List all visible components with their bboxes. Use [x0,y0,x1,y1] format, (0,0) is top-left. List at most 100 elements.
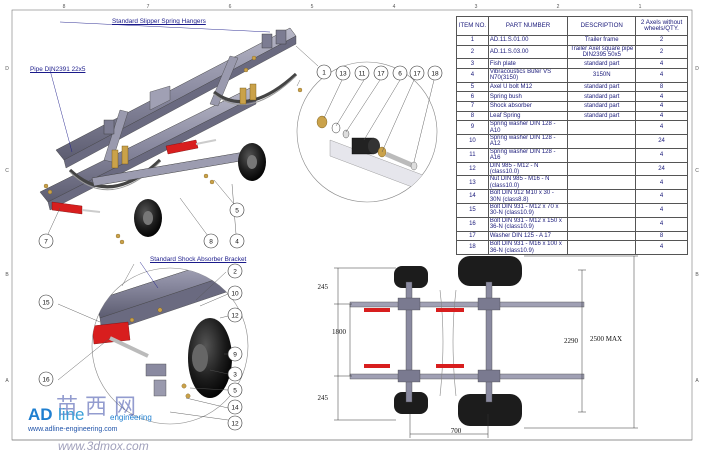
bom-cell-desc: standard part [567,81,637,93]
dim-left-top: 245 [318,283,329,291]
border-col-7: 7 [147,4,150,10]
bom-cell-qty: 4 [635,175,688,191]
border-row-d-right: D [695,66,699,72]
bom-cell-qty: 4 [635,189,688,205]
callout-14: 14 [227,399,243,415]
plan-wheel-top-left [394,266,428,288]
bom-cell-item: 5 [456,81,489,93]
svg-text:1: 1 [322,70,326,77]
svg-text:12: 12 [231,313,239,320]
bom-cell-qty: 4 [635,240,688,256]
callout-8: 8 [203,233,219,249]
bom-cell-qty: 4 [635,120,688,135]
bom-cell-part: Spring washer DIN 128 - A10 [487,120,569,135]
callout-12b: 12 [227,415,243,431]
callout-top-11: 11 [354,65,370,81]
bom-cell-qty: 4 [635,147,688,163]
bom-cell-qty: 4 [635,101,688,112]
bom-cell-item: 12 [456,161,489,177]
logo-tag: engineering [110,413,152,422]
bom-cell-part: Shock absorber [487,101,569,112]
svg-text:8: 8 [209,239,213,246]
callout-10: 10 [227,285,243,301]
plan-frame-rail-top [349,301,585,308]
callout-5-upper: 5 [229,202,245,218]
bom-cell-desc [567,230,637,242]
bom-cell-part: AD.11.S.03.00 [487,44,569,60]
site-url-2: www.3dmox.com [58,439,149,453]
bom-cell-qty: 4 [635,216,688,232]
bom-cell-part: Fish plate [487,58,569,69]
plan-view [334,255,638,438]
bom-cell-qty: 24 [635,161,688,177]
bom-cell-desc [567,134,637,149]
svg-text:17: 17 [377,71,385,78]
border-col-2: 2 [557,4,560,10]
bom-cell-desc [567,175,637,191]
plan-wheel-top-right [458,256,522,286]
bom-cell-item: 3 [456,58,489,69]
bom-cell-item: 10 [456,134,489,149]
bom-cell-part: Spring washer DIN 128 - A16 [487,147,569,163]
border-col-8: 8 [63,4,66,10]
callout-5-lower: 5 [227,382,243,398]
site-url: www.adline-engineering.com [27,426,118,433]
dim-left-bottom: 245 [318,394,329,402]
border-row-b: B [5,272,9,278]
sheet-border [11,9,693,441]
bom-cell-part: AD.11.S.01.00 [487,35,569,46]
bom-cell-part: Nut DIN 985 - M16 - N (class10.0) [487,175,569,191]
svg-text:4: 4 [235,239,239,246]
svg-text:18: 18 [431,71,439,78]
bom-cell-item: 14 [456,189,489,205]
border-col-6: 6 [229,4,232,10]
border-col-5: 5 [311,4,314,10]
bom-cell-desc [567,240,637,256]
bom-cell-desc [567,161,637,177]
svg-text:12: 12 [231,421,239,428]
border-col-1: 1 [639,4,642,10]
detail-view-top [296,61,438,203]
bom-cell-qty: 24 [635,134,688,149]
border-row-c: C [5,168,9,174]
bom-cell-item: 16 [456,216,489,232]
svg-text:6: 6 [398,71,402,78]
detail-view-bottom [91,263,249,425]
bom-cell-desc: standard part [567,58,637,69]
shock-absorber-lower [51,201,83,215]
svg-text:3: 3 [233,372,237,379]
bom-cell-item: 17 [456,230,489,242]
watermark-chinese: 苗 西 网 [56,395,136,420]
plan-wheel-bottom-right [458,394,522,426]
plan-frame-rail-bottom [349,373,585,380]
bom-cell-item: 2 [456,44,489,60]
spring-hanger-1 [261,33,273,49]
dim-wheel: 700 [451,427,462,435]
wheel-detail [188,318,232,398]
bom-cell-part: Bolt DIN 931 - M12 x 150 x 36-N (class10… [487,216,569,232]
border-column-labels: 8 7 6 5 4 3 2 1 D C B A D C B A [5,4,699,384]
isometric-trailer-assembly [39,27,303,245]
bom-cell-desc: standard part [567,91,637,102]
bom-cell-part: Bolt DIN 912 M10 x 30 - 30N (class8.8) [487,189,569,205]
svg-text:5: 5 [235,208,239,215]
bom-cell-qty: 2 [635,35,688,46]
svg-text:9: 9 [233,352,237,359]
bom-header-part: PART NUMBER [487,16,569,36]
bom-cell-item: 8 [456,110,489,122]
bom-cell-item: 11 [456,147,489,163]
bom-cell-desc: 3150N [567,68,637,83]
callout-leaders [47,21,435,421]
spring-hanger-2 [275,29,287,45]
bom-header-qty: 2 Axels without wheels/QTY. [635,16,688,36]
svg-text:17: 17 [413,71,421,78]
bom-cell-part: DIN 985 - M12 - N (class10.0) [487,161,569,177]
title-pipe: Pipe DIN2391 22x5 [30,66,86,73]
